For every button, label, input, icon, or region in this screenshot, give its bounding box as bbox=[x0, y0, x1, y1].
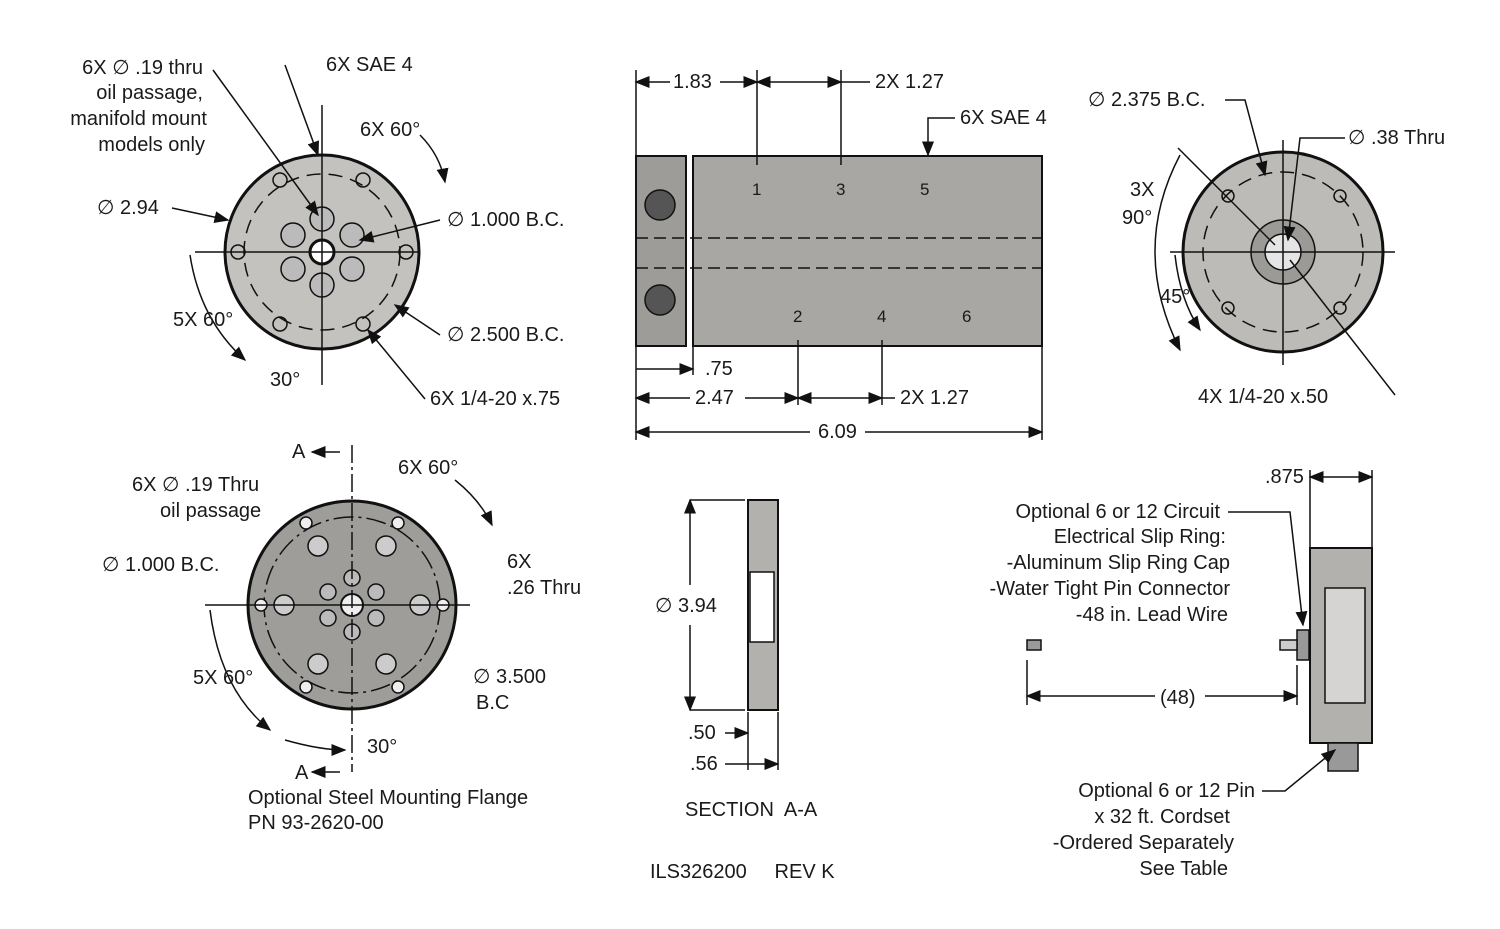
label: B.C bbox=[476, 692, 510, 714]
label: .875 bbox=[1265, 466, 1304, 488]
section-a-a bbox=[684, 498, 780, 770]
label: -48 in. Lead Wire bbox=[1075, 604, 1228, 626]
port-number: 2 bbox=[793, 307, 803, 326]
mounting-flange-view bbox=[205, 445, 493, 778]
label: -Aluminum Slip Ring Cap bbox=[1006, 552, 1230, 574]
label: oil passage, bbox=[96, 82, 203, 104]
label: 6X bbox=[507, 551, 532, 573]
label: .75 bbox=[705, 358, 733, 380]
section-marker: A bbox=[292, 441, 306, 463]
drawing-id: ILS326200 REV K bbox=[650, 861, 835, 883]
label: 3X bbox=[1130, 179, 1155, 201]
label: ∅ 3.94 bbox=[655, 595, 717, 617]
label: 2.47 bbox=[695, 387, 734, 409]
label: Optional 6 or 12 Pin bbox=[1078, 780, 1255, 802]
label: ∅ 1.000 B.C. bbox=[447, 209, 565, 231]
label: 6X SAE 4 bbox=[960, 107, 1047, 129]
port-number: 5 bbox=[920, 180, 930, 199]
label: Electrical Slip Ring: bbox=[1053, 526, 1226, 548]
side-view bbox=[634, 70, 1044, 440]
label: 30° bbox=[367, 736, 398, 758]
label: .56 bbox=[690, 753, 718, 775]
label: .26 Thru bbox=[507, 577, 582, 599]
port-number: 3 bbox=[836, 180, 846, 199]
label: 6X ∅ .19 thru bbox=[82, 57, 203, 79]
label: ∅ 3.500 bbox=[473, 666, 547, 688]
label: 1.83 bbox=[673, 71, 712, 93]
label: 5X 60° bbox=[193, 667, 254, 689]
end-view-mount bbox=[1154, 99, 1396, 396]
label: 2X 1.27 bbox=[875, 71, 944, 93]
label: ∅ .38 Thru bbox=[1348, 127, 1446, 149]
label: Optional 6 or 12 Circuit bbox=[1015, 501, 1220, 523]
label: manifold mount bbox=[70, 108, 207, 130]
label: -Ordered Separately bbox=[1052, 832, 1234, 854]
section-marker: A bbox=[295, 762, 309, 784]
label: 6X 1/4-20 x.75 bbox=[430, 388, 561, 410]
flange-part-number: PN 93-2620-00 bbox=[248, 812, 384, 834]
flange-caption: Optional Steel Mounting Flange bbox=[248, 787, 529, 809]
label: 4X 1/4-20 x.50 bbox=[1198, 386, 1329, 408]
label: 5X 60° bbox=[173, 309, 234, 331]
section-title: SECTION A-A bbox=[685, 799, 818, 821]
slip-ring-view bbox=[1025, 470, 1374, 792]
label: See Table bbox=[1139, 858, 1228, 880]
label: ∅ 2.500 B.C. bbox=[447, 324, 565, 346]
label: 2X 1.27 bbox=[900, 387, 969, 409]
label: (48) bbox=[1160, 687, 1196, 709]
label: ∅ 2.94 bbox=[97, 197, 159, 219]
end-view-manifold bbox=[171, 64, 449, 400]
label: .50 bbox=[688, 722, 716, 744]
label: 45° bbox=[1160, 286, 1191, 308]
label: models only bbox=[98, 134, 205, 156]
label: 6X SAE 4 bbox=[326, 54, 413, 76]
label: 30° bbox=[270, 369, 301, 391]
label: 6X ∅ .19 Thru bbox=[132, 474, 260, 496]
port-number: 6 bbox=[962, 307, 972, 326]
label: ∅ 1.000 B.C. bbox=[102, 554, 220, 576]
label: ∅ 2.375 B.C. bbox=[1088, 89, 1206, 111]
label: oil passage bbox=[160, 500, 262, 522]
port-number: 1 bbox=[752, 180, 762, 199]
port-number: 4 bbox=[877, 307, 887, 326]
label: 90° bbox=[1122, 207, 1153, 229]
label: 6X 60° bbox=[398, 457, 459, 479]
label: 6X 60° bbox=[360, 119, 421, 141]
label: 6.09 bbox=[818, 421, 857, 443]
label: x 32 ft. Cordset bbox=[1094, 806, 1230, 828]
label: -Water Tight Pin Connector bbox=[989, 578, 1230, 600]
